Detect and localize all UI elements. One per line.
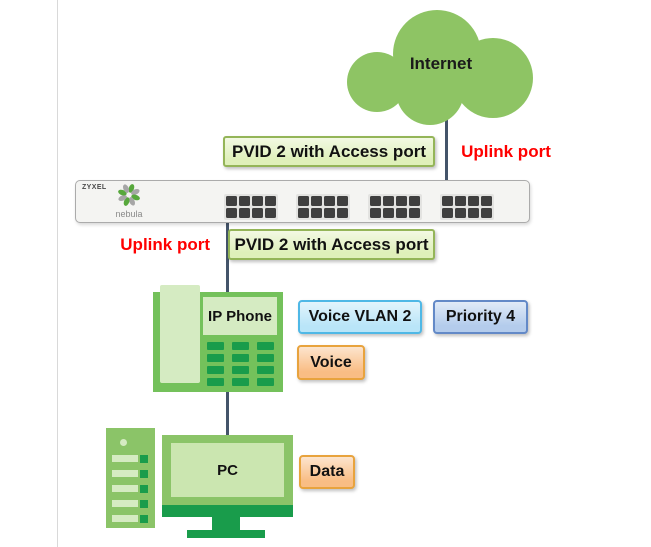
pvid-access-port-label-bottom: PVID 2 with Access port <box>228 229 435 260</box>
voice-vlan-label: Voice VLAN 2 <box>298 300 422 334</box>
switch-port <box>455 208 466 218</box>
keypad-button <box>207 378 224 386</box>
keypad-button <box>257 378 274 386</box>
switch-port <box>298 208 309 218</box>
priority-label: Priority 4 <box>433 300 528 334</box>
tower-bay-row <box>106 485 155 493</box>
pc-label: PC <box>171 443 284 497</box>
switch-port <box>409 196 420 206</box>
tower-bay-stripe <box>112 455 138 462</box>
switch-port <box>252 208 263 218</box>
tower-bay-row <box>106 500 155 508</box>
switch-port <box>481 208 492 218</box>
pc-tower-icon <box>106 428 155 528</box>
switch-port <box>370 208 381 218</box>
keypad-button <box>207 366 224 374</box>
keypad-button <box>232 366 249 374</box>
ip-phone-label: IP Phone <box>203 297 277 335</box>
switch-port <box>468 208 479 218</box>
phone-keypad <box>207 342 274 386</box>
switch-port <box>298 196 309 206</box>
port-group <box>224 194 278 220</box>
switch-port <box>226 196 237 206</box>
pc-monitor-icon: PC <box>162 435 293 538</box>
nebula-logo-label: nebula <box>115 209 143 219</box>
switch-port <box>311 196 322 206</box>
data-label: Data <box>299 455 355 489</box>
switch-port <box>396 208 407 218</box>
tower-bay-stripe <box>112 515 138 522</box>
tower-bay-button <box>140 470 148 478</box>
nebula-switch: ZYXEL nebula <box>75 180 530 223</box>
switch-port <box>442 208 453 218</box>
switch-port <box>455 196 466 206</box>
switch-port <box>239 196 250 206</box>
phone-handset <box>160 285 200 383</box>
keypad-button <box>257 342 274 350</box>
tower-bay-button <box>140 500 148 508</box>
tower-bay-row <box>106 470 155 478</box>
tower-bay-stripe <box>112 485 138 492</box>
switch-port <box>324 196 335 206</box>
switch-port <box>383 208 394 218</box>
switch-ports <box>224 194 494 220</box>
switch-port <box>226 208 237 218</box>
keypad-button <box>207 342 224 350</box>
port-group <box>368 194 422 220</box>
switch-port <box>468 196 479 206</box>
switch-port <box>481 196 492 206</box>
internet-cloud-icon <box>345 8 537 126</box>
uplink-port-label-bottom: Uplink port <box>120 235 210 254</box>
tower-bay-button <box>140 455 148 463</box>
ip-phone-icon: IP Phone <box>153 285 283 392</box>
uplink-port-label-top: Uplink port <box>461 141 551 161</box>
switch-port <box>409 208 420 218</box>
switch-port <box>337 208 348 218</box>
pvid-access-port-label-top: PVID 2 with Access port <box>223 136 435 167</box>
switch-port <box>311 208 322 218</box>
tower-bay-button <box>140 515 148 523</box>
page-edge-line <box>57 0 58 547</box>
tower-power-light <box>120 439 127 446</box>
connector-switch-phone <box>226 223 229 293</box>
keypad-button <box>232 342 249 350</box>
keypad-button <box>207 354 224 362</box>
monitor-bezel <box>162 505 293 517</box>
switch-port <box>265 196 276 206</box>
switch-port <box>252 196 263 206</box>
keypad-button <box>257 354 274 362</box>
switch-port <box>239 208 250 218</box>
tower-bay-stripe <box>112 470 138 477</box>
switch-port <box>396 196 407 206</box>
zyxel-brand-label: ZYXEL <box>82 184 107 191</box>
switch-port <box>265 208 276 218</box>
connector-internet-switch <box>445 118 448 182</box>
keypad-button <box>232 354 249 362</box>
tower-bay-stripe <box>112 500 138 507</box>
monitor-stand-neck <box>212 517 240 530</box>
internet-label: Internet <box>409 54 473 73</box>
switch-port <box>324 208 335 218</box>
monitor-stand-base <box>187 530 265 538</box>
tower-bay-row <box>106 455 155 463</box>
connector-phone-pc <box>226 392 229 436</box>
switch-port <box>337 196 348 206</box>
keypad-button <box>232 378 249 386</box>
switch-port <box>370 196 381 206</box>
switch-port <box>442 196 453 206</box>
port-group <box>440 194 494 220</box>
voice-label: Voice <box>297 345 365 380</box>
tower-bay-row <box>106 515 155 523</box>
nebula-logo-icon <box>115 183 143 214</box>
switch-port <box>383 196 394 206</box>
port-group <box>296 194 350 220</box>
tower-bay-button <box>140 485 148 493</box>
keypad-button <box>257 366 274 374</box>
